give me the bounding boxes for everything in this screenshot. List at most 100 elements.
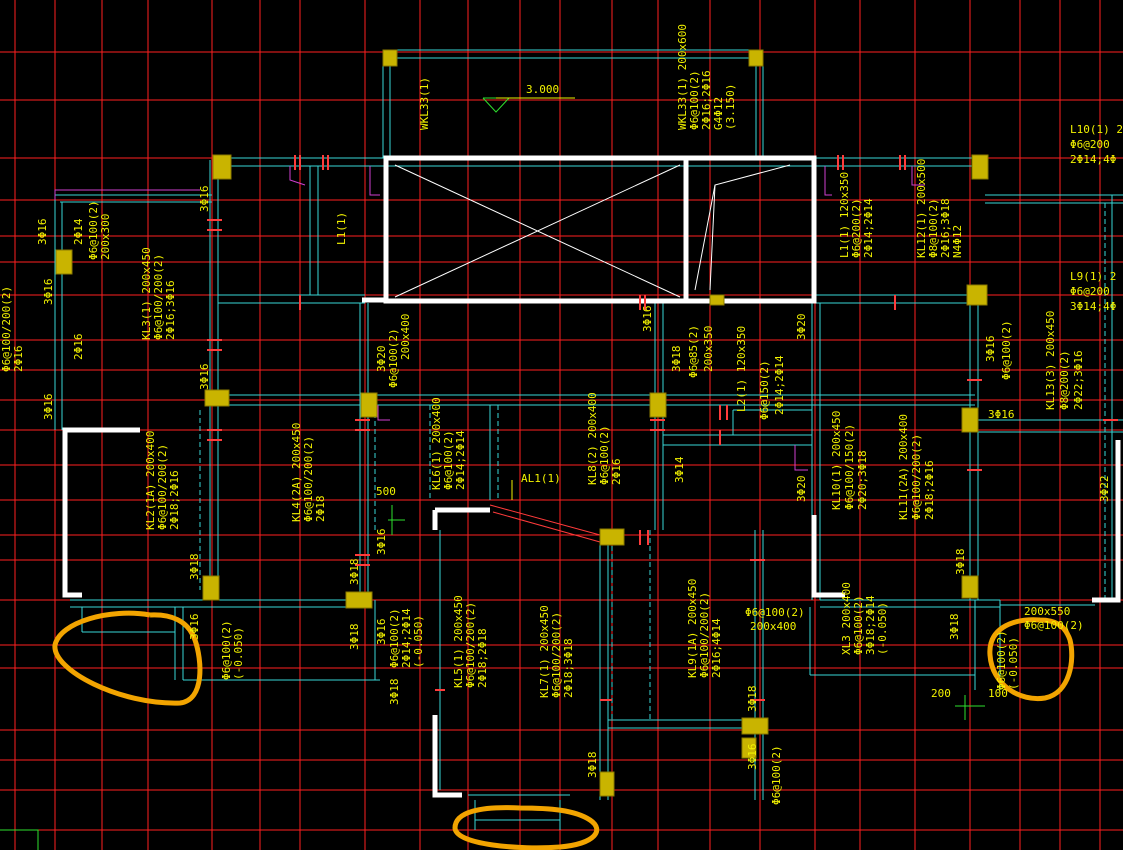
- beam-label: Φ6@100(2): [995, 630, 1008, 690]
- beam-label: Φ6@100(2): [388, 608, 401, 668]
- column: [741, 717, 769, 735]
- beam-label: KL2(1A) 200x400: [144, 431, 157, 530]
- highlight-circle-bottom: [452, 805, 600, 850]
- beam-label: Φ6@200: [1070, 138, 1110, 151]
- beam-label: Φ6@100(2): [442, 430, 455, 490]
- beam-label: KL5(1) 200x450: [452, 595, 465, 688]
- beam-label: Φ6@100(2): [220, 620, 233, 680]
- beam-label: L1(1) 120x350: [838, 172, 851, 258]
- beam-label: Φ6@100(2): [87, 200, 100, 260]
- beam-label: Φ6@85(2): [687, 325, 700, 378]
- column: [748, 49, 764, 67]
- highlight-circle-left: [52, 610, 203, 706]
- column: [360, 392, 378, 418]
- beam-label: Φ6@200(2): [850, 198, 863, 258]
- beam-label: Φ6@100(2): [1000, 320, 1013, 380]
- beam-label: 2Φ16: [610, 459, 623, 486]
- beam-label: Φ6@100(2): [688, 70, 701, 130]
- beam-label: 2Φ16;2Φ16: [700, 70, 713, 130]
- walls: [62, 155, 1121, 798]
- beam-label: KL8(2) 200x400: [586, 392, 599, 485]
- beam-label: L2(1) 120x350: [735, 326, 748, 412]
- beam-label: 3Φ16: [198, 364, 211, 391]
- column: [599, 528, 625, 546]
- beam-label: 2Φ22;3Φ16: [1072, 350, 1085, 410]
- beam-label: 2Φ18;2Φ16: [923, 460, 936, 520]
- beam-label: 2Φ20;3Φ18: [856, 450, 869, 510]
- beam-label: 2Φ18;2Φ18: [476, 628, 489, 688]
- beam-label: KL12(1) 200x500: [915, 159, 928, 258]
- beam-label: Φ8@100(2): [927, 198, 940, 258]
- beam-label: 2Φ14;2Φ14: [454, 430, 467, 490]
- beam-label: XL3 200x400: [840, 582, 853, 655]
- beam-label: KL11(2A) 200x400: [897, 414, 910, 520]
- column: [345, 591, 373, 609]
- beam-label: 200x300: [99, 214, 112, 260]
- beam-label: 3Φ16: [198, 186, 211, 213]
- corner-mark: [0, 829, 39, 850]
- beam-label: 3Φ18;2Φ14: [864, 595, 877, 655]
- beam-label: KL3(1) 200x450: [140, 247, 153, 340]
- beam-label: KL9(1A) 200x450: [686, 579, 699, 678]
- beam-label: Φ6@100/150(2): [843, 424, 856, 510]
- rebar-marks: [207, 155, 1118, 701]
- beam-label: 3Φ22: [1098, 476, 1111, 503]
- beam-label: 3Φ16: [641, 306, 654, 333]
- column: [599, 771, 615, 797]
- beam-label: Φ6@100(2): [1024, 619, 1084, 632]
- beam-label: Φ6@100/200(2): [152, 254, 165, 340]
- beam-label: KL7(1) 200x450: [538, 605, 551, 698]
- beam-label: 3Φ16: [188, 614, 201, 641]
- beam-label: 2Φ16: [12, 346, 25, 373]
- column: [741, 737, 757, 759]
- beam-label: 3Φ18: [586, 752, 599, 779]
- column: [966, 284, 988, 306]
- column: [971, 154, 989, 180]
- beam-label: (-0.050): [412, 615, 425, 668]
- beam-label: 2Φ18;2Φ16: [168, 470, 181, 530]
- beam-label: Φ6@100(2): [852, 595, 865, 655]
- column: [202, 575, 220, 601]
- beam-label: L1(1): [335, 212, 348, 245]
- beam-label: Φ6@100(2): [387, 328, 400, 388]
- beam-label: 3Φ18: [954, 549, 967, 576]
- beam-label: G4Φ12: [712, 97, 725, 130]
- beam-label: (-0.050): [1007, 637, 1020, 690]
- beam-label: 3Φ18: [388, 679, 401, 706]
- beam-label: 3Φ16: [375, 619, 388, 646]
- beam-label: 3Φ16: [36, 219, 49, 246]
- beam-label: 2Φ14;2Φ14: [862, 198, 875, 258]
- highlight-annotations: [52, 610, 1075, 850]
- beam-label: KL10(1) 200x450: [830, 411, 843, 510]
- column: [55, 249, 73, 275]
- beam-label: (3.150): [724, 84, 737, 130]
- beam-label: 3Φ18: [188, 554, 201, 581]
- beam-label: KL4(2A) 200x450: [290, 423, 303, 522]
- beam-label: Φ6@100(2): [745, 606, 805, 619]
- column: [204, 389, 230, 407]
- beam-label: KL13(3) 200x450: [1044, 311, 1057, 410]
- beam-label: Φ6@100/200(2): [698, 592, 711, 678]
- elevation-marker: [482, 97, 575, 113]
- beam-label: Φ6@100/200(2): [910, 434, 923, 520]
- beam-label: 3Φ18: [746, 686, 759, 713]
- beam-label: L9(1) 2: [1070, 270, 1116, 283]
- beam-label: N4Φ12: [951, 225, 964, 258]
- beam-label: 3Φ16: [984, 336, 997, 363]
- beam-label: 3Φ20: [795, 314, 808, 341]
- column: [382, 49, 398, 67]
- beam-label: 2Φ14;4Φ: [1070, 153, 1116, 166]
- beam-label: 2Φ16;4Φ14: [710, 618, 723, 678]
- beam-label: Φ6@100/200(2): [550, 612, 563, 698]
- beam-label: 2Φ16;3Φ18: [939, 198, 952, 258]
- column: [649, 392, 667, 418]
- beam-label: 3Φ20: [795, 476, 808, 503]
- beam-label: 3Φ18: [948, 614, 961, 641]
- beam-label: 3Φ16: [42, 279, 55, 306]
- beam-label: 2Φ14;2Φ14: [400, 608, 413, 668]
- columns: [55, 49, 989, 797]
- beam-label: 2Φ14: [72, 218, 85, 245]
- beam-label: 3Φ20: [375, 346, 388, 373]
